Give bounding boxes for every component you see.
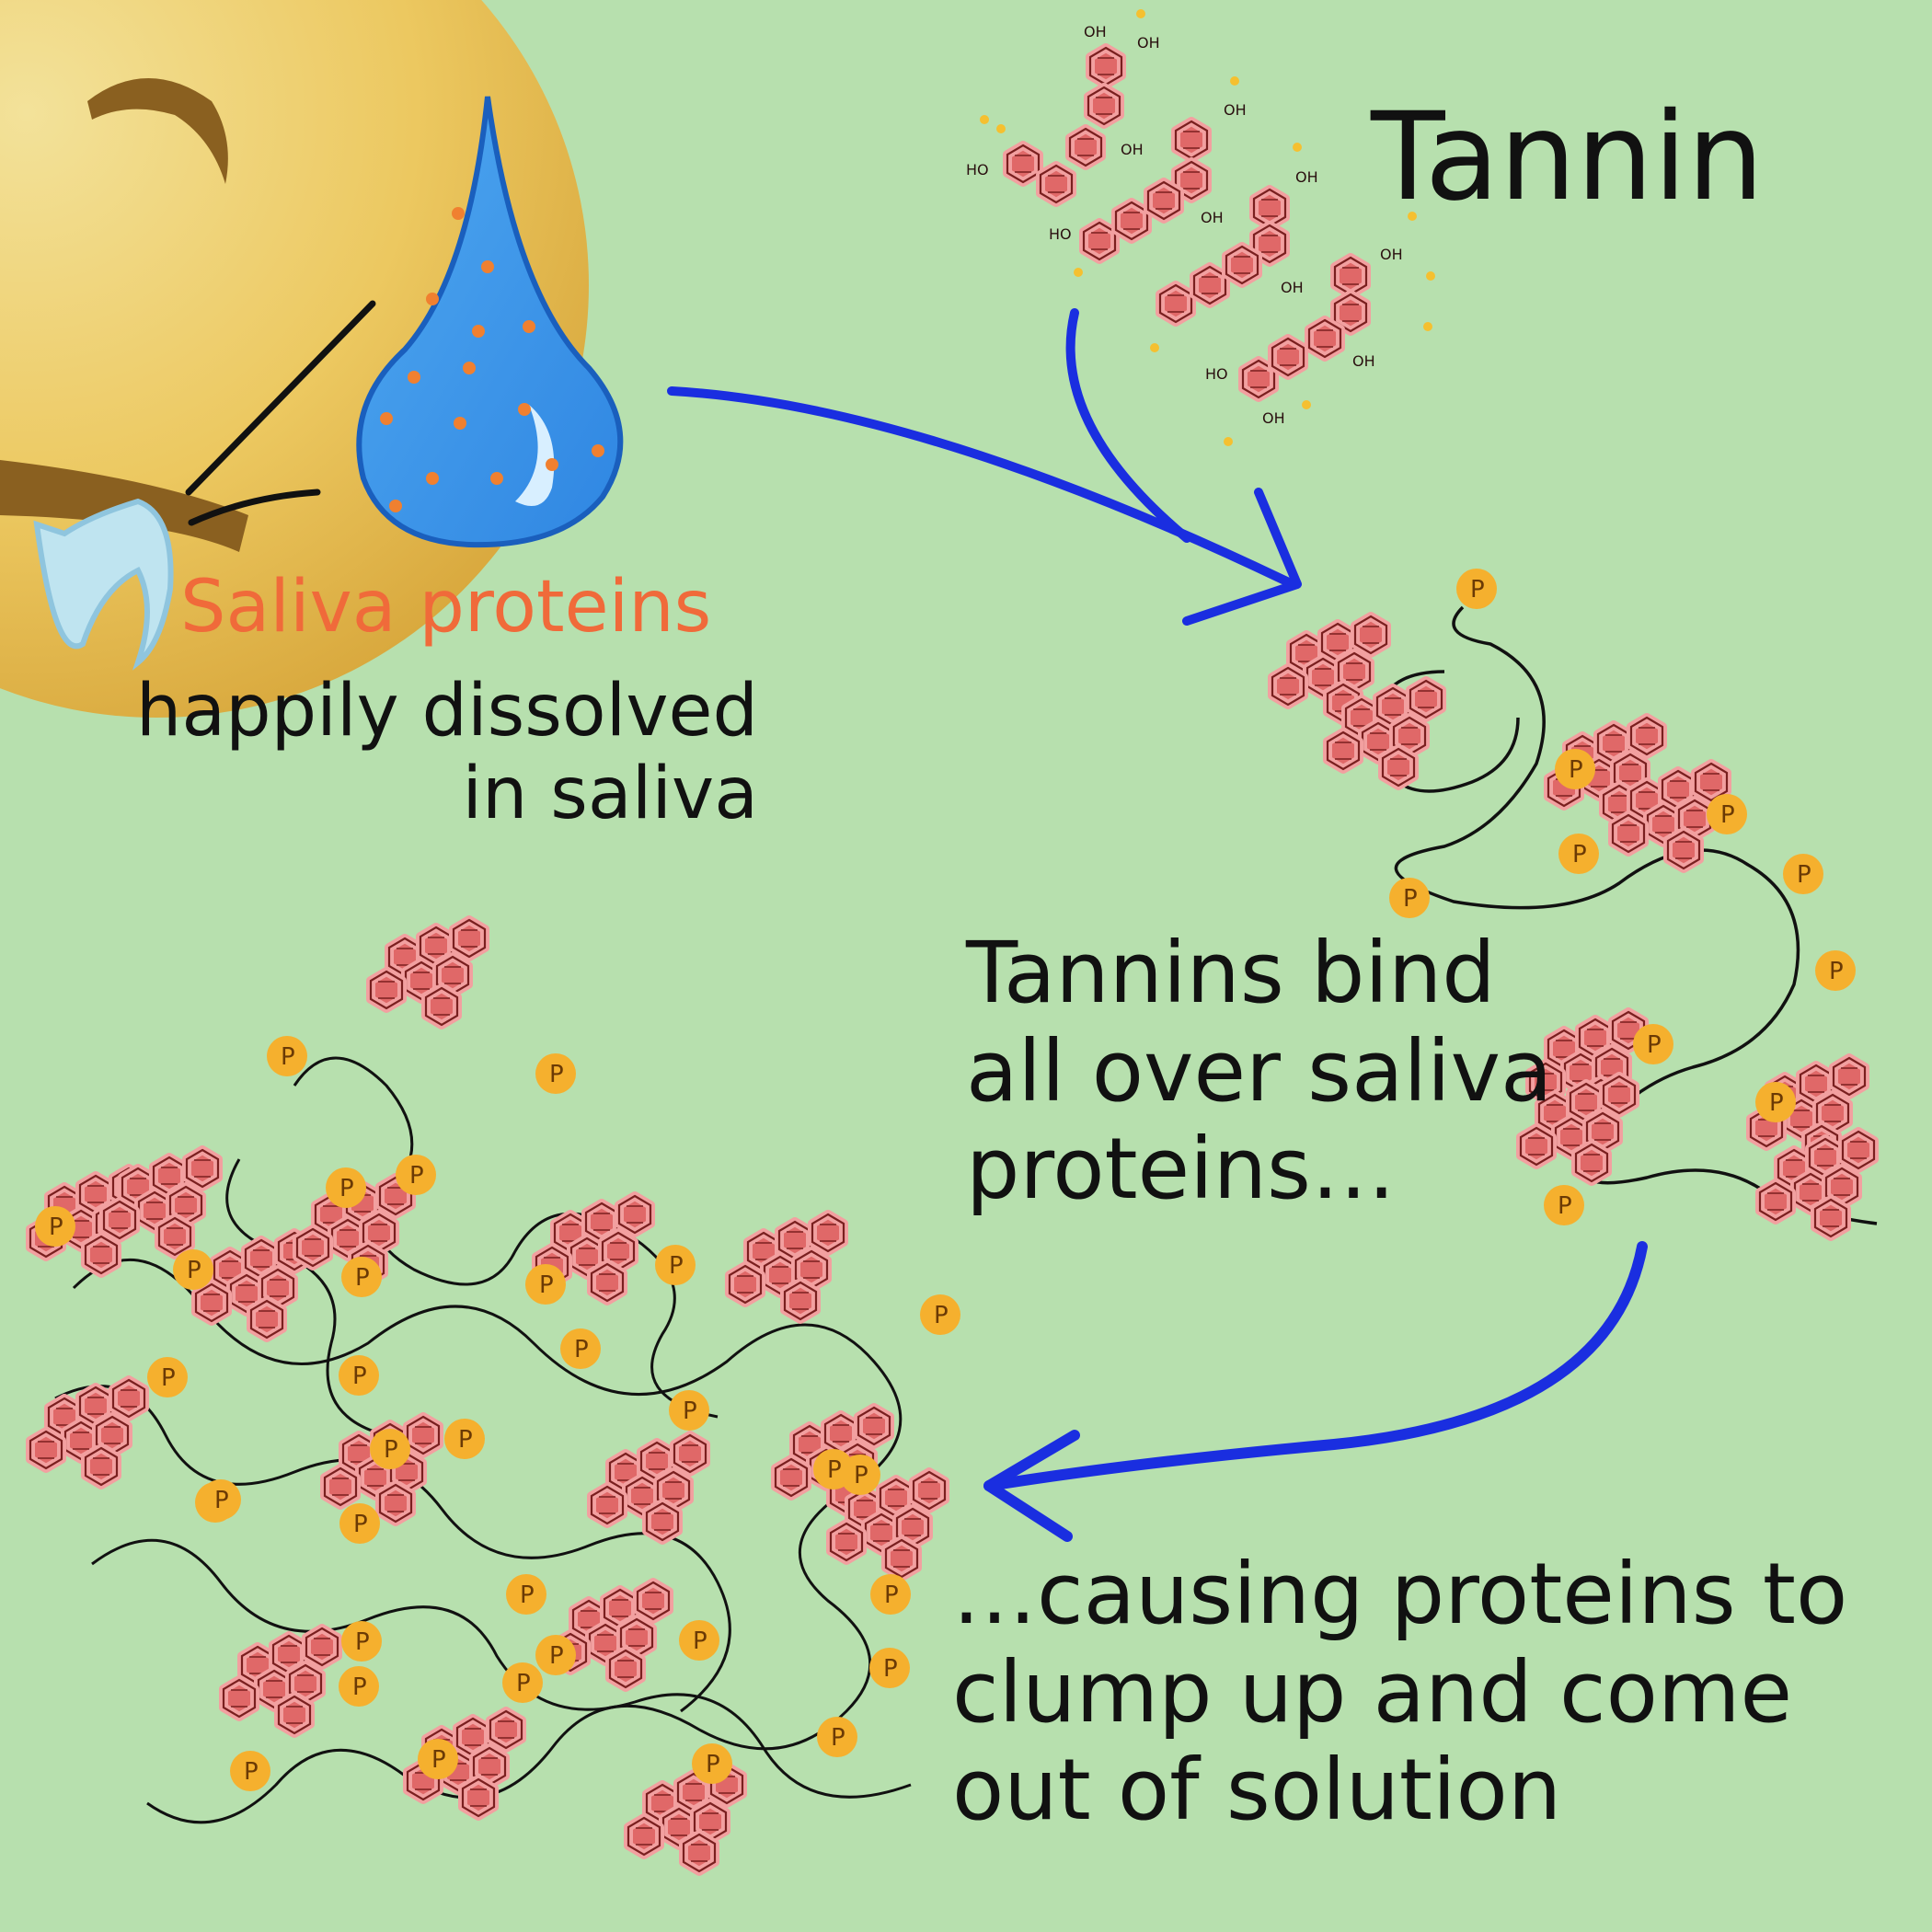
saliva-drop-icon — [356, 96, 624, 548]
oh-label: OH — [1352, 352, 1375, 370]
arrow-to-clump — [983, 1241, 1648, 1491]
saliva-proteins-label: Saliva proteins — [180, 566, 712, 649]
dissolved-line-1: happily dissolved — [135, 670, 758, 753]
oh-label: OH — [1380, 246, 1403, 263]
clump-caption: …causing proteins to clump up and come o… — [952, 1545, 1848, 1840]
ho-label: HO — [966, 161, 989, 178]
ho-label: HO — [1205, 365, 1228, 383]
arrow-tannin-down — [1065, 308, 1191, 543]
oh-label: OH — [1201, 209, 1224, 226]
tannin-molecule: OH OH HO OH OH HO OH OH OH OH HO OH OH — [966, 9, 1435, 446]
bind-caption: Tannins bind all over saliva proteins… — [966, 924, 1553, 1219]
clump-line-1: …causing proteins to — [952, 1545, 1848, 1643]
oh-label: OH — [1224, 101, 1247, 119]
clump-line-3: out of solution — [952, 1741, 1562, 1840]
oh-label: OH — [1137, 34, 1160, 52]
arrows — [667, 308, 1648, 1542]
oh-label: OH — [1121, 141, 1144, 158]
oh-label: OH — [1295, 168, 1318, 186]
dissolved-line-2: in saliva — [462, 753, 758, 836]
protein-clump — [30, 920, 960, 1871]
protein-with-tannins — [1272, 569, 1878, 1236]
oh-label: OH — [1084, 23, 1107, 40]
clump-line-2: clump up and come — [952, 1642, 1793, 1742]
eyebrow-icon — [87, 78, 228, 184]
bind-line-1: Tannins bind — [966, 924, 1496, 1022]
bind-line-3: proteins… — [966, 1120, 1396, 1219]
drool-icon — [33, 498, 174, 671]
ho-label: HO — [1049, 225, 1072, 243]
oh-label: OH — [1262, 409, 1285, 427]
oh-label: OH — [1281, 279, 1304, 296]
tannin-title: Tannin — [1371, 86, 1765, 228]
bind-line-2: all over saliva — [966, 1021, 1553, 1121]
arrow-to-binding — [667, 386, 1297, 589]
dissolved-text: happily dissolved in saliva — [74, 670, 758, 836]
